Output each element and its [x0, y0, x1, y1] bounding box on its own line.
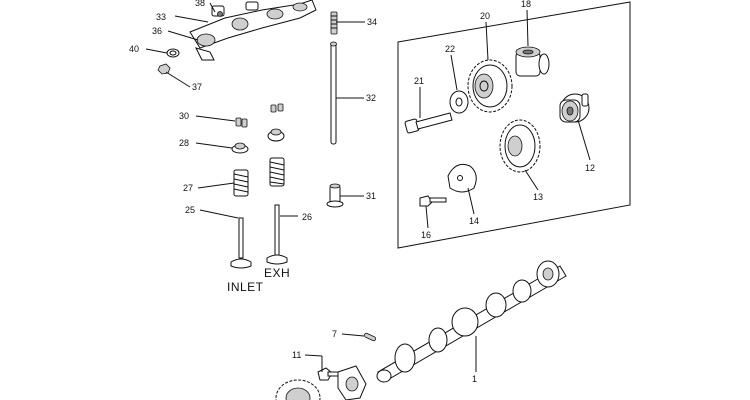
- rocker-arm-assembly: [189, 0, 317, 61]
- retainer-28: [231, 142, 249, 154]
- gear-group-frame: [397, 1, 631, 249]
- leader-20: [485, 21, 489, 61]
- collet-30: [235, 117, 248, 128]
- callout-31: 31: [366, 191, 376, 201]
- callout-22: 22: [445, 44, 455, 54]
- callout-1: 1: [472, 374, 477, 384]
- callout-26: 26: [302, 212, 312, 222]
- leader-37: [165, 71, 191, 88]
- callout-25: 25: [185, 205, 195, 215]
- thrust-plate-lower: [337, 365, 367, 400]
- leader-7: [341, 333, 365, 337]
- gear-13: [499, 119, 541, 173]
- label-exh: EXH: [264, 266, 290, 280]
- callout-14: 14: [469, 216, 479, 226]
- leader-33: [174, 15, 209, 23]
- callout-38: 38: [195, 0, 205, 8]
- leader-22: [450, 54, 458, 91]
- collet-pair-exh: [270, 103, 284, 113]
- leader-12: [577, 119, 591, 161]
- gear-20: [467, 59, 513, 113]
- callout-30: 30: [179, 111, 189, 121]
- idler-shaft-12: [559, 93, 590, 123]
- thrust-plate-14: [447, 163, 477, 193]
- camshaft-gear: [275, 379, 321, 400]
- leader-30: [195, 115, 236, 122]
- callout-18: 18: [521, 0, 531, 9]
- callout-20: 20: [480, 11, 490, 21]
- leader-28: [195, 142, 233, 149]
- washer-22: [449, 90, 469, 114]
- valve-25-inlet: [230, 217, 252, 269]
- callout-12: 12: [585, 163, 595, 173]
- callout-34: 34: [367, 17, 377, 27]
- bolt-21: [404, 112, 453, 134]
- callout-27: 27: [183, 183, 193, 193]
- leader-36: [167, 30, 199, 41]
- callout-21: 21: [414, 76, 424, 86]
- leader-18: [526, 9, 529, 47]
- tappet-31: [326, 183, 344, 208]
- spring-exh: [269, 157, 285, 187]
- callout-40: 40: [129, 44, 139, 54]
- leader-16: [425, 205, 429, 229]
- leader-25: [199, 209, 239, 219]
- valve-26-exh: [266, 204, 288, 265]
- callout-32: 32: [366, 93, 376, 103]
- callout-28: 28: [179, 138, 189, 148]
- retainer-exh: [267, 128, 285, 142]
- leader-27: [197, 182, 235, 189]
- callout-7: 7: [332, 329, 337, 339]
- callout-36: 36: [152, 26, 162, 36]
- push-rod-32: [330, 41, 337, 145]
- bolt-16: [419, 195, 447, 207]
- callout-13: 13: [533, 192, 543, 202]
- nut-37: [157, 63, 171, 75]
- adjust-screw-34: [330, 11, 338, 35]
- bushing-18: [515, 46, 550, 77]
- leader-14: [467, 187, 475, 215]
- label-inlet: INLET: [227, 280, 264, 294]
- callout-33: 33: [156, 12, 166, 22]
- callout-16: 16: [421, 230, 431, 240]
- leader-40: [145, 48, 168, 54]
- leader-13: [524, 169, 539, 191]
- spring-27: [233, 169, 249, 197]
- callout-11: 11: [292, 350, 301, 360]
- callout-37: 37: [192, 82, 202, 92]
- camshaft-1: [376, 260, 567, 383]
- leader-11: [304, 354, 323, 357]
- leader-38: [209, 2, 216, 13]
- washer-40: [166, 48, 180, 58]
- key-7: [363, 332, 377, 342]
